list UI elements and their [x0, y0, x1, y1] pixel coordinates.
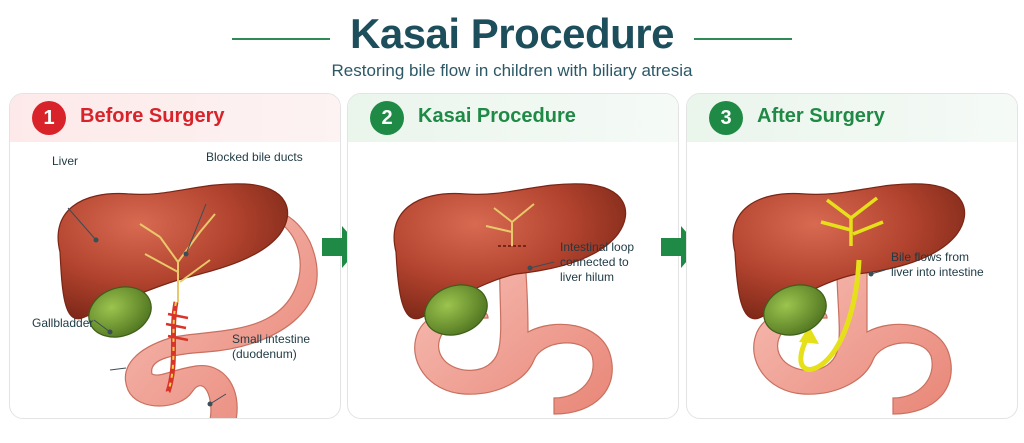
bile-flow-tree: [820, 196, 884, 246]
step-number-badge: 2: [370, 101, 404, 135]
label-connected-to: connected to: [560, 255, 629, 269]
step-number-badge: 3: [709, 101, 743, 135]
page-title: Kasai Procedure: [350, 10, 675, 57]
step-title: After Surgery: [757, 105, 885, 127]
step-number-badge: 1: [32, 101, 66, 135]
panel-header: 2 Kasai Procedure: [348, 94, 678, 142]
bile-flow-arrowhead: [799, 326, 819, 344]
panel-header: 1 Before Surgery: [10, 94, 340, 142]
label-intestinal-loop: Intestinal loop: [560, 240, 635, 254]
label-blocked-bile-ducts: Blocked bile ducts: [206, 150, 303, 164]
label-bile-flows-from: Bile flows from: [891, 250, 970, 264]
bile-duct-tree: [485, 203, 535, 246]
gallbladder-shape: [424, 284, 488, 336]
before-surgery-illustration: [57, 183, 318, 418]
intestine-loop-shape: [414, 245, 613, 415]
liver-shape: [57, 183, 289, 320]
intestine-shape: [124, 207, 318, 418]
label-liver-hilum: liver hilum: [560, 270, 615, 284]
page-subtitle: Restoring bile flow in children with bil…: [331, 61, 693, 80]
bile-flow-arrow: [798, 259, 862, 372]
gallbladder-shape: [763, 284, 827, 336]
blockage-marks: [165, 312, 189, 342]
after-surgery-illustration: [732, 183, 966, 415]
header: Kasai Procedure Restoring bile flow in c…: [0, 0, 1024, 92]
label-gallbladder: Gallbladder: [32, 316, 94, 330]
label-liver-into-intestine: liver into intestine: [891, 265, 984, 279]
label-duodenum: (duodenum): [232, 347, 297, 361]
label-small-intestine: Small intestine: [232, 332, 311, 346]
title-divider-left: [232, 38, 330, 40]
intestine-loop-shape: [753, 245, 952, 415]
gallbladder-shape: [88, 286, 152, 338]
panel-after-surgery: 3 After Surgery Bile flows from liver in…: [686, 93, 1018, 419]
kasai-procedure-illustration: [393, 183, 627, 415]
label-liver: Liver: [52, 154, 79, 168]
title-divider-right: [694, 38, 792, 40]
step-title: Before Surgery: [80, 105, 225, 127]
liver-shape: [393, 183, 627, 320]
liver-shape: [732, 183, 966, 320]
step-title: Kasai Procedure: [418, 105, 576, 127]
panel-before-surgery: 1 Before Surgery Liver Blo: [9, 93, 341, 419]
panel-kasai-procedure: 2 Kasai Procedure Intestinal loop connec…: [347, 93, 679, 419]
panel-header: 3 After Surgery: [687, 94, 1017, 142]
